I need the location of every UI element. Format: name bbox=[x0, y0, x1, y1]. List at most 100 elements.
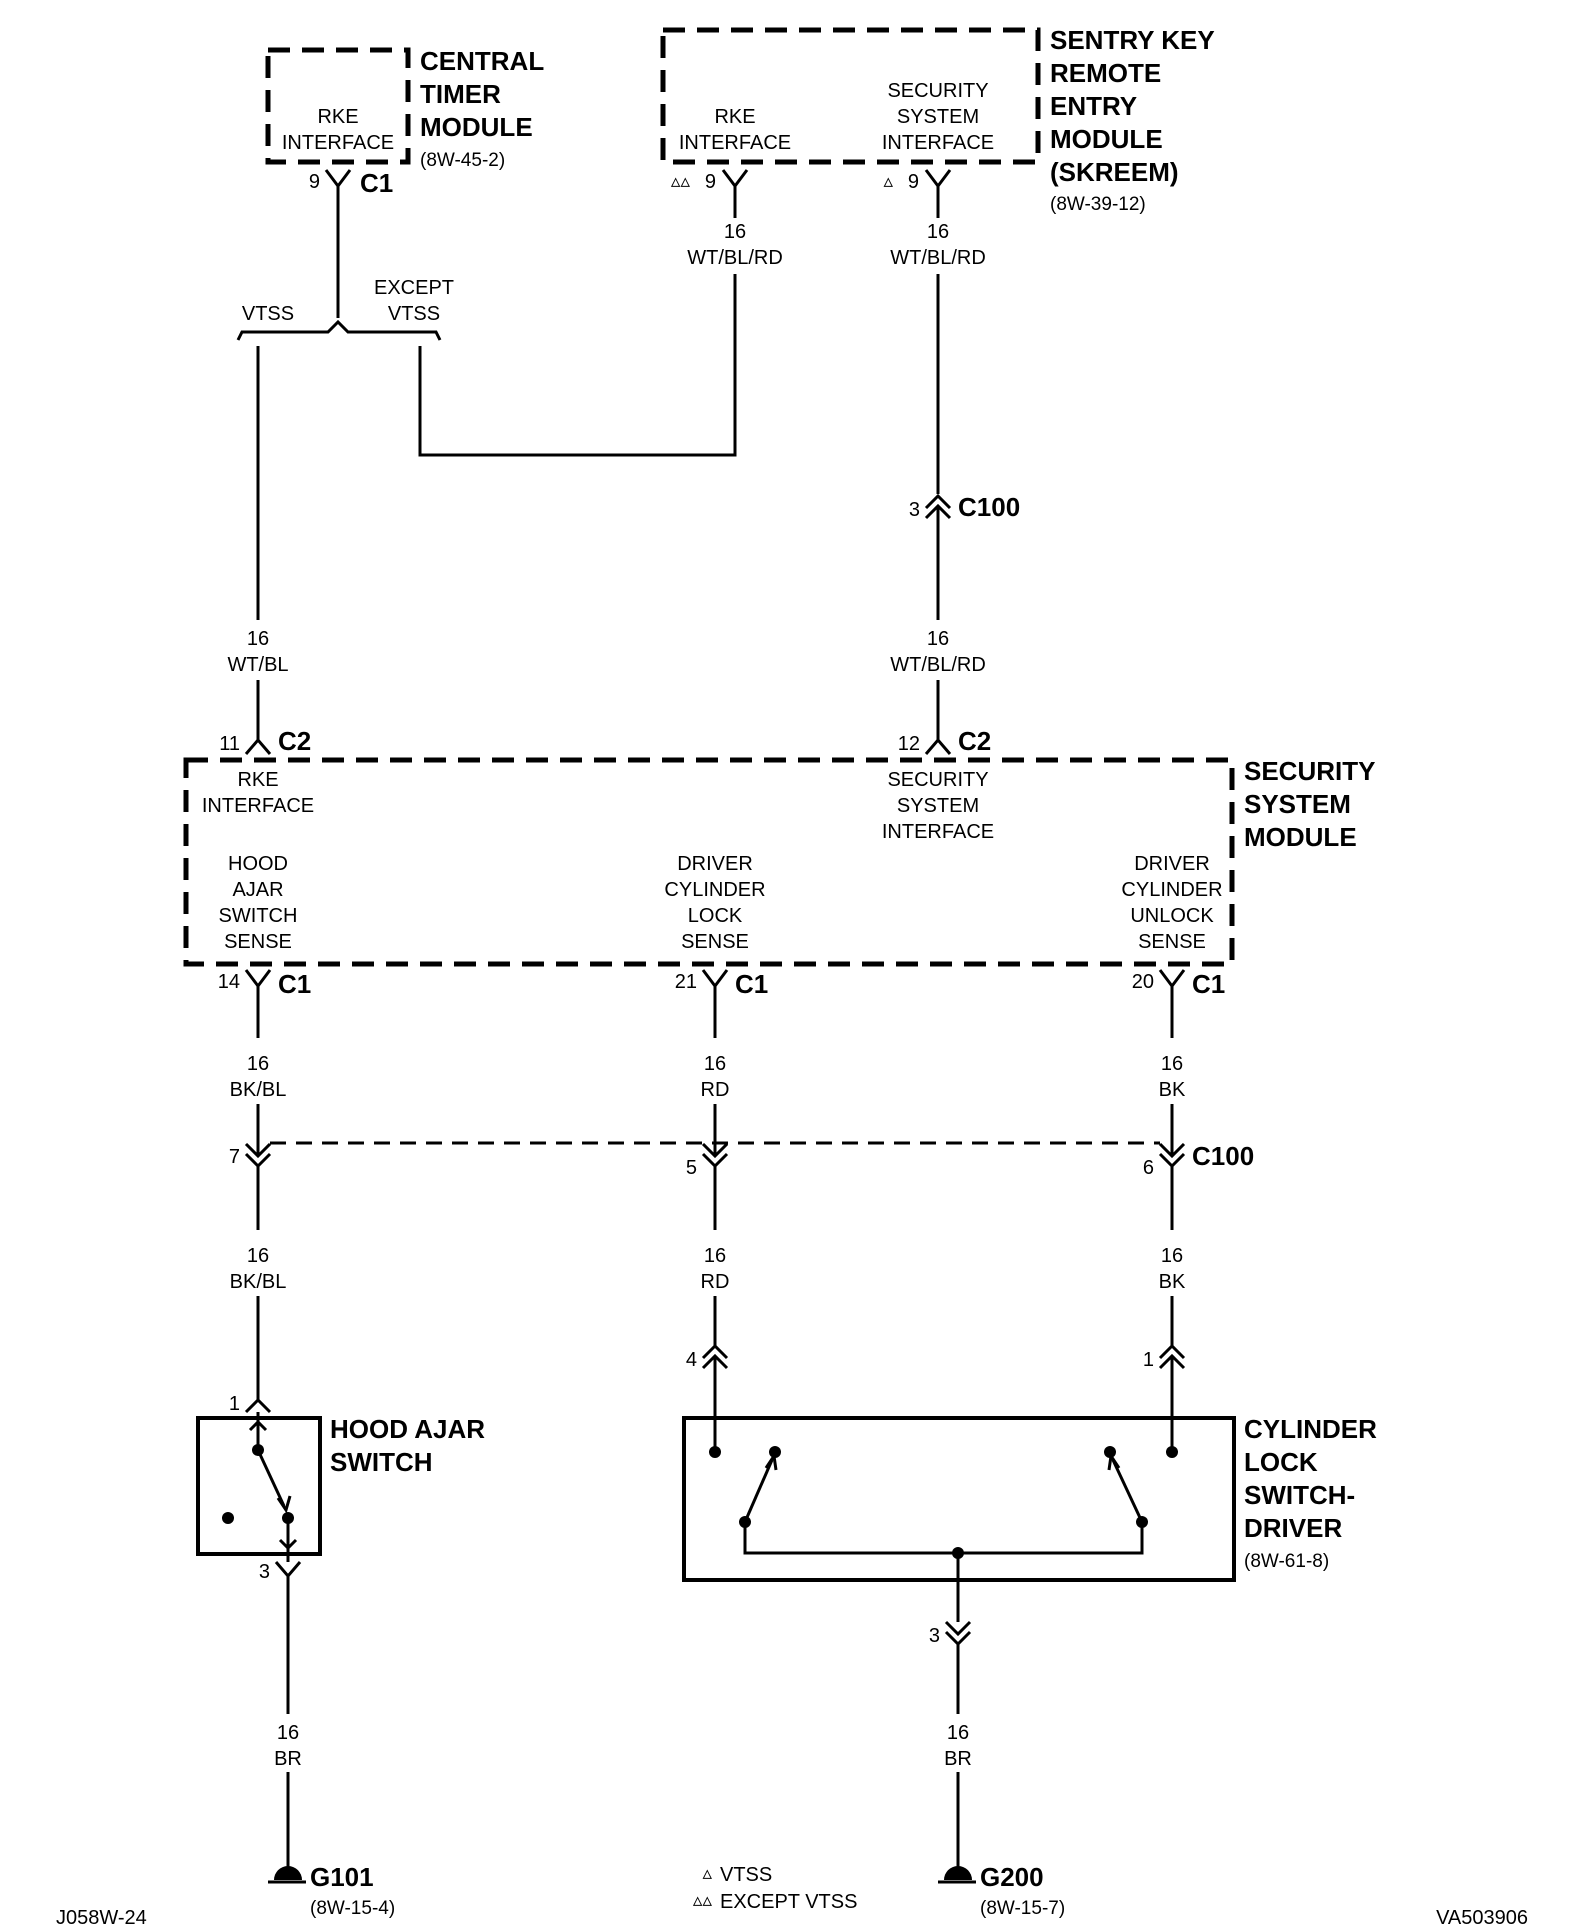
ssm-lock-line2: CYLINDER bbox=[664, 879, 765, 901]
wire-except-vtss-route bbox=[418, 274, 737, 457]
g200-ref: (8W-15-7) bbox=[980, 1898, 1065, 1919]
g200-label: G200 bbox=[980, 1862, 1044, 1892]
cyl-pin-ground: 3 bbox=[929, 1625, 940, 1647]
legend-text-except: EXCEPT VTSS bbox=[720, 1891, 857, 1913]
wire-cyl-ground-color: BR bbox=[944, 1748, 972, 1770]
ctm-interface-line1: RKE bbox=[317, 106, 358, 128]
legend-text-vtss: VTSS bbox=[720, 1864, 772, 1886]
wire-lock-upper-color: RD bbox=[701, 1079, 730, 1101]
legend: ▵ VTSS ▵▵ EXCEPT VTSS bbox=[693, 1863, 858, 1913]
ssm-security-line3: INTERFACE bbox=[882, 821, 994, 843]
ssm-lock-line3: LOCK bbox=[688, 905, 743, 927]
skreem-name-line4: MODULE bbox=[1050, 124, 1163, 154]
legend-marker-vtss: ▵ bbox=[702, 1863, 712, 1884]
c100-mid-pin-hood: 7 bbox=[229, 1146, 240, 1168]
ctm-connector bbox=[324, 169, 352, 189]
ssm-name-line1: SECURITY bbox=[1244, 756, 1375, 786]
c2-label-rke: C2 bbox=[278, 726, 311, 756]
central-timer-module: RKE INTERFACE CENTRAL TIMER MODULE (8W-4… bbox=[265, 46, 544, 198]
hood-switch-bottom-pin: 3 bbox=[259, 1561, 270, 1583]
skreem-security-marker: ▵ bbox=[883, 171, 893, 192]
skreem-security-line2: SYSTEM bbox=[897, 106, 979, 128]
wire-unlock-lower-gauge: 16 bbox=[1161, 1245, 1183, 1267]
cyl-pin-lock: 4 bbox=[686, 1349, 697, 1371]
wire-skreem-rke-gauge: 16 bbox=[724, 221, 746, 243]
c100-mid-pin-lock: 5 bbox=[686, 1157, 697, 1179]
c100-top-label: C100 bbox=[958, 492, 1020, 522]
wire-hood-lower-gauge: 16 bbox=[247, 1245, 269, 1267]
cyl-ref: (8W-61-8) bbox=[1244, 1551, 1329, 1572]
hood-switch-name-line1: HOOD AJAR bbox=[330, 1414, 485, 1444]
skreem-rke-line2: INTERFACE bbox=[679, 132, 791, 154]
skreem-security-connector bbox=[924, 169, 952, 189]
cyl-name-line2: LOCK bbox=[1244, 1447, 1318, 1477]
ground-g200: G200 (8W-15-7) bbox=[938, 1862, 1065, 1919]
c1-label-unlock: C1 bbox=[1192, 969, 1225, 999]
ctm-name-line2: TIMER bbox=[420, 79, 501, 109]
wire-hood-ground-gauge: 16 bbox=[277, 1722, 299, 1744]
skreem-rke-marker: ▵▵ bbox=[671, 171, 691, 192]
ctm-interface-line2: INTERFACE bbox=[282, 132, 394, 154]
cylinder-lock-switch: 4 1 CYLINDER LOCK SWITCH- DRIVER (8W-61-… bbox=[682, 1343, 1377, 1872]
ssm-lock-line4: SENSE bbox=[681, 931, 749, 953]
ssm-security-line1: SECURITY bbox=[887, 769, 988, 791]
ssm-security-line2: SYSTEM bbox=[897, 795, 979, 817]
cyl-name-line3: SWITCH- bbox=[1244, 1480, 1355, 1510]
ssm-unlock-line2: CYLINDER bbox=[1121, 879, 1222, 901]
wire-lock-lower-gauge: 16 bbox=[704, 1245, 726, 1267]
wire-hood-ground-color: BR bbox=[274, 1748, 302, 1770]
wire-skreem-rke-color: WT/BL/RD bbox=[687, 247, 783, 269]
branch-vtss-label: VTSS bbox=[242, 303, 294, 325]
ssm-unlock-line1: DRIVER bbox=[1134, 853, 1210, 875]
c100-top-pin: 3 bbox=[909, 499, 920, 521]
c1-pin-lock: 21 bbox=[675, 971, 697, 993]
ssm-hood-line2: AJAR bbox=[232, 879, 283, 901]
ssm-name-line3: MODULE bbox=[1244, 822, 1357, 852]
cyl-name-line1: CYLINDER bbox=[1244, 1414, 1377, 1444]
c1-label-lock: C1 bbox=[735, 969, 768, 999]
wire-unlock-upper-color: BK bbox=[1159, 1079, 1186, 1101]
skreem-security-line3: INTERFACE bbox=[882, 132, 994, 154]
legend-marker-except: ▵▵ bbox=[693, 1890, 713, 1911]
wire-skreem-sec-color: WT/BL/RD bbox=[890, 247, 986, 269]
c1-pin-hood: 14 bbox=[218, 971, 240, 993]
c2-label-security: C2 bbox=[958, 726, 991, 756]
c1-connectors: 14 C1 21 C1 20 C1 bbox=[218, 969, 1226, 999]
skreem-name-line2: REMOTE bbox=[1050, 58, 1161, 88]
skreem-security-line1: SECURITY bbox=[887, 80, 988, 102]
wire-hood-upper-color: BK/BL bbox=[230, 1079, 287, 1101]
vtss-branch-bracket bbox=[236, 319, 442, 341]
skreem-module: RKE INTERFACE SECURITY SYSTEM INTERFACE … bbox=[660, 25, 1215, 215]
ssm-hood-line3: SWITCH bbox=[219, 905, 298, 927]
hood-switch-name-line2: SWITCH bbox=[330, 1447, 433, 1477]
skreem-ref: (8W-39-12) bbox=[1050, 194, 1146, 215]
c1-pin-unlock: 20 bbox=[1132, 971, 1154, 993]
ssm-hood-line1: HOOD bbox=[228, 853, 288, 875]
ctm-pin: 9 bbox=[309, 171, 320, 193]
ssm-hood-line4: SENSE bbox=[224, 931, 292, 953]
footer-left-code: J058W-24 bbox=[56, 1907, 147, 1929]
wire-cyl-ground-gauge: 16 bbox=[947, 1722, 969, 1744]
g101-ref: (8W-15-4) bbox=[310, 1898, 395, 1919]
skreem-name-line5: (SKREEM) bbox=[1050, 157, 1179, 187]
ground-g101: G101 (8W-15-4) bbox=[268, 1862, 395, 1919]
footer-right-code: VA503906 bbox=[1436, 1907, 1528, 1929]
wire-hood-lower-color: BK/BL bbox=[230, 1271, 287, 1293]
wire-skreem-sec-gauge: 16 bbox=[927, 221, 949, 243]
hood-ajar-switch: 1 HOOD AJAR SWITCH 3 16 BR bbox=[196, 1393, 485, 1872]
wire-unlock-upper-gauge: 16 bbox=[1161, 1053, 1183, 1075]
wire-c100-c2-color: WT/BL/RD bbox=[890, 654, 986, 676]
skreem-rke-pin: 9 bbox=[705, 171, 716, 193]
wire-hood-upper-gauge: 16 bbox=[247, 1053, 269, 1075]
ssm-name-line2: SYSTEM bbox=[1244, 789, 1351, 819]
ssm-rke-line2: INTERFACE bbox=[202, 795, 314, 817]
g101-label: G101 bbox=[310, 1862, 374, 1892]
ctm-connector-label: C1 bbox=[360, 168, 393, 198]
c2-connectors: 11 C2 12 C2 bbox=[219, 726, 991, 756]
skreem-rke-connector bbox=[721, 169, 749, 189]
wire-unlock-lower-color: BK bbox=[1159, 1271, 1186, 1293]
skreem-security-pin: 9 bbox=[908, 171, 919, 193]
c1-label-hood: C1 bbox=[278, 969, 311, 999]
ctm-ref: (8W-45-2) bbox=[420, 150, 505, 171]
